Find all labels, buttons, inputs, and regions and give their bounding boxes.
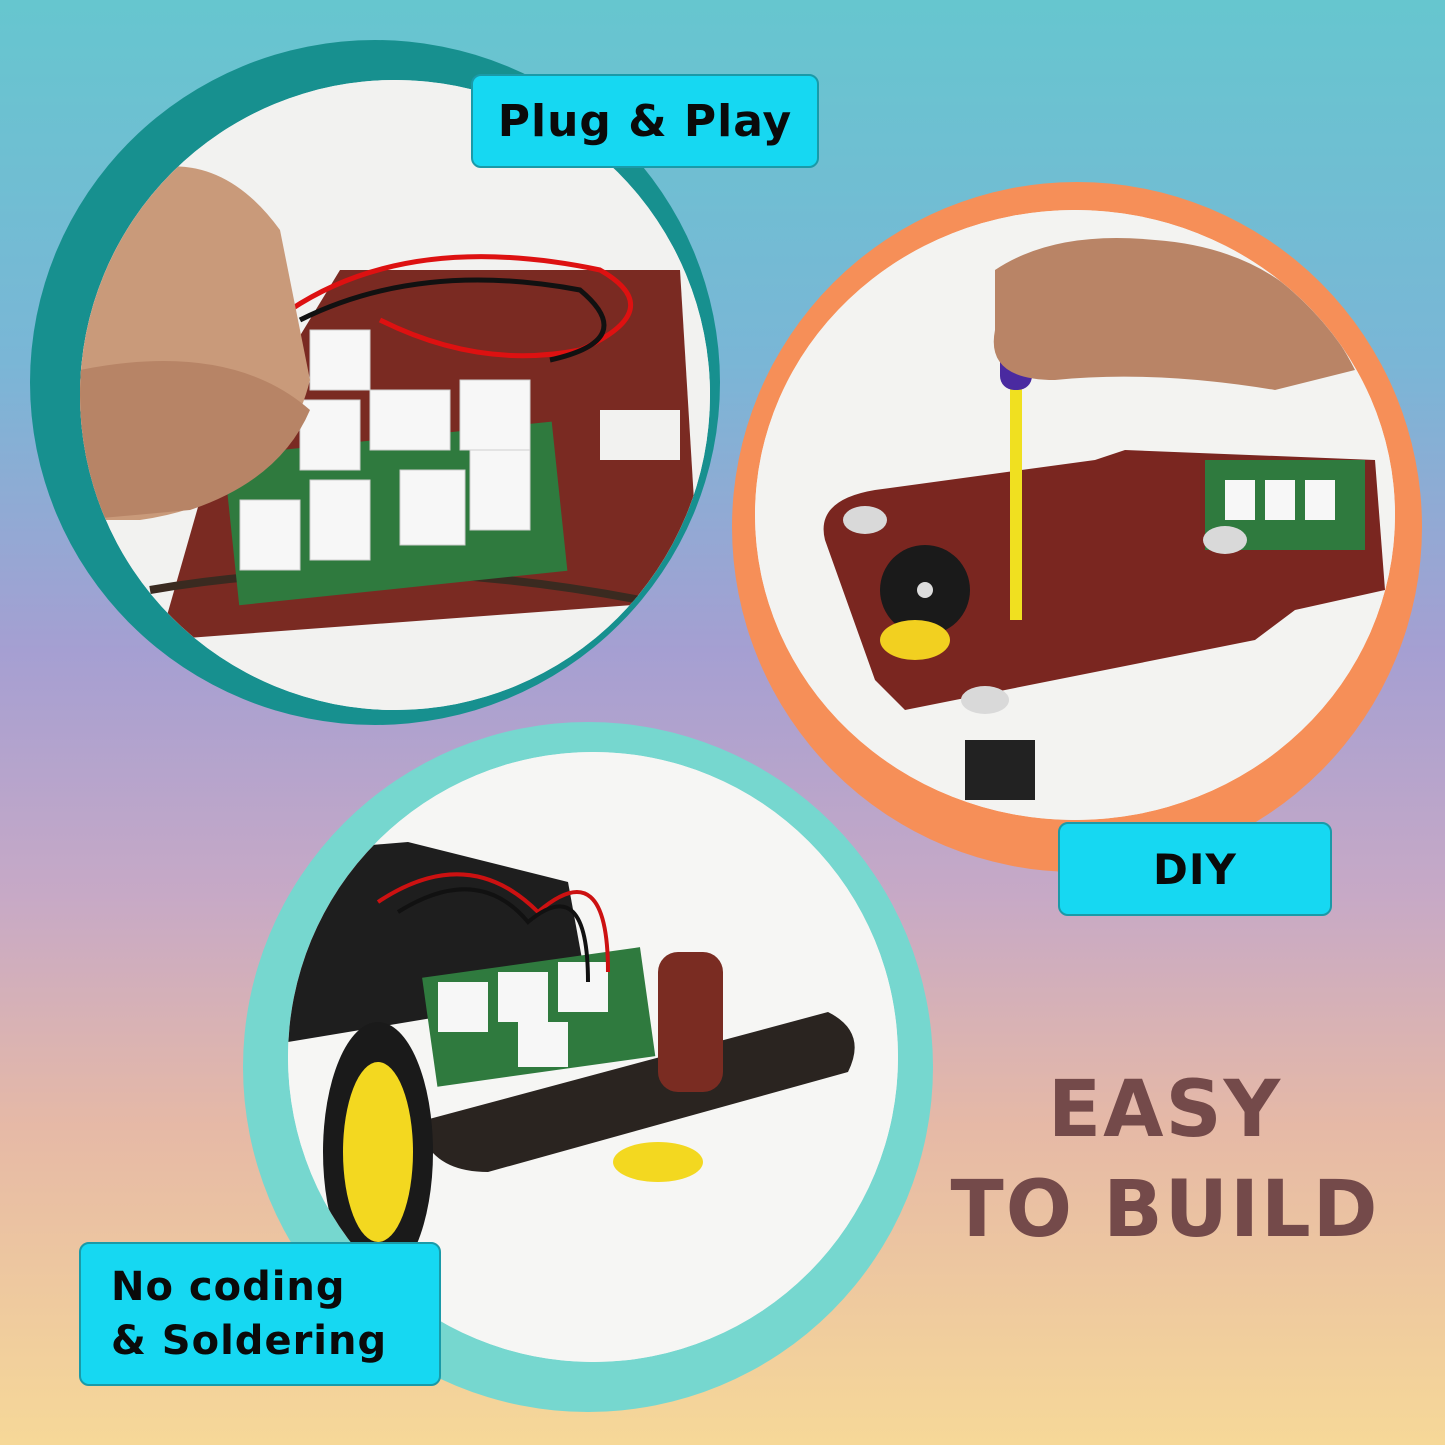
label-diy: DIY xyxy=(1058,822,1332,916)
headline: EASY TO BUILD xyxy=(925,1060,1405,1260)
headline-line-1: EASY xyxy=(1047,1065,1283,1155)
photo-assembled-robot-car xyxy=(288,752,898,1362)
label-text-line-1: No coding xyxy=(111,1264,346,1310)
photo-plugging-connectors xyxy=(80,80,710,710)
headline-line-2: TO BUILD xyxy=(950,1165,1380,1255)
label-text: Plug & Play xyxy=(497,95,793,147)
label-plug-and-play: Plug & Play xyxy=(471,74,819,168)
label-text-line-2: & Soldering xyxy=(111,1318,388,1364)
label-text: DIY xyxy=(1153,844,1237,894)
photo-screwdriver-assembly xyxy=(755,210,1395,820)
label-no-coding-soldering: No coding & Soldering xyxy=(79,1242,441,1386)
